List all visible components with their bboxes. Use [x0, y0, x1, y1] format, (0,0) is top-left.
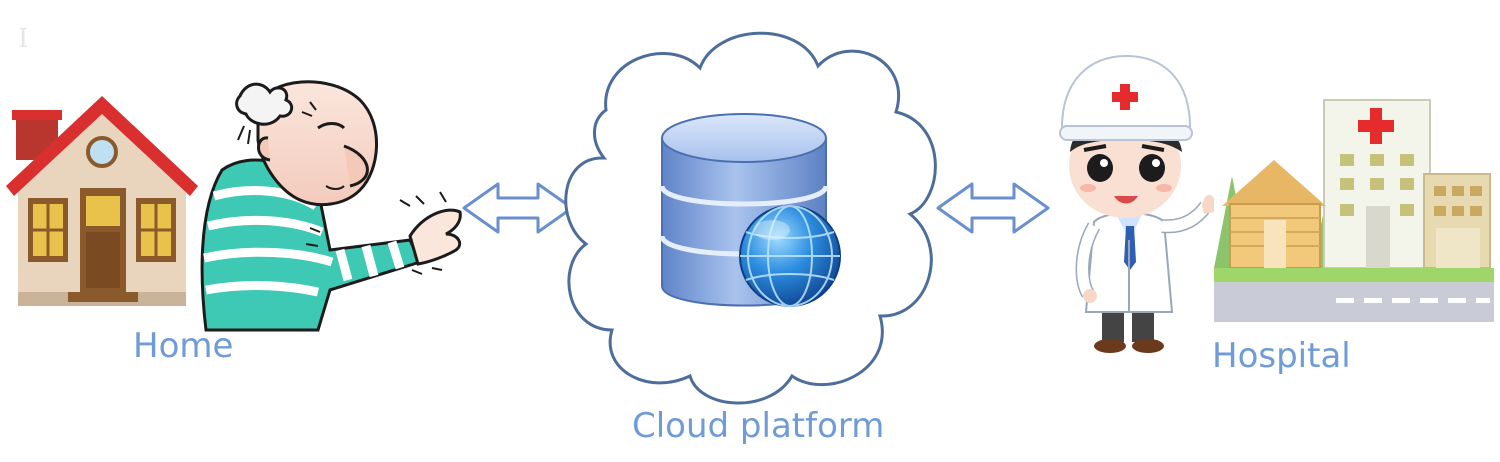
home-label: Home [133, 326, 234, 366]
house-icon [6, 96, 198, 306]
hospital-building-icon [1214, 99, 1494, 322]
elderly-patient-icon [200, 80, 462, 332]
hospital-label: Hospital [1212, 336, 1351, 376]
cloud-platform-label: Cloud platform [632, 406, 885, 446]
double-arrow-icon-right [936, 182, 1050, 234]
doctor-icon [1059, 54, 1214, 353]
globe-icon [739, 205, 841, 307]
double-arrow-icon-left [462, 182, 574, 234]
text-cursor-mark: I [18, 24, 29, 54]
